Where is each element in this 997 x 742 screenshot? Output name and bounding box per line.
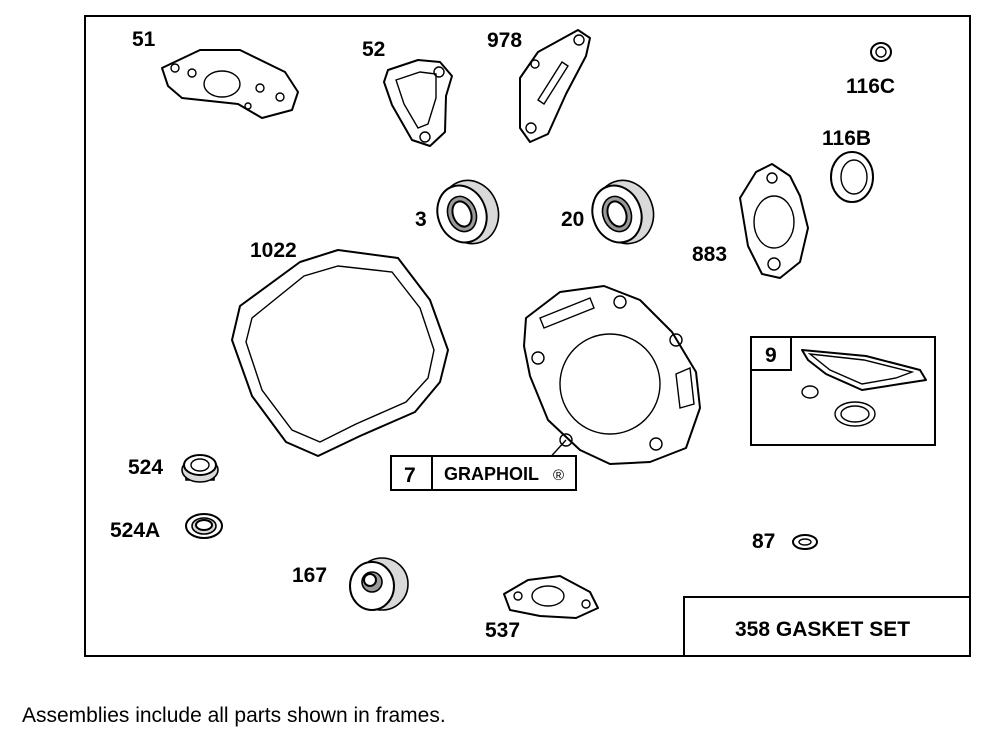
part-524a-washer	[185, 513, 223, 539]
label-116b: 116B	[822, 127, 871, 150]
part-51-carburetor-gasket	[161, 49, 299, 119]
part-116c-washer	[870, 42, 892, 62]
label-52: 52	[362, 38, 385, 61]
part-7-head-gasket	[523, 285, 701, 465]
frame-7-number: 7	[404, 464, 416, 487]
part-87-washer	[792, 534, 818, 550]
label-883: 883	[692, 243, 727, 266]
part-3-oil-seal	[436, 179, 500, 245]
label-978: 978	[487, 29, 522, 52]
diagram-border	[84, 15, 971, 657]
label-167: 167	[292, 564, 327, 587]
label-51: 51	[132, 28, 156, 51]
label-87: 87	[752, 530, 775, 553]
frame-7-text: GRAPHOIL	[444, 464, 539, 484]
part-167-grommet	[349, 557, 409, 611]
gasket-set-box: 358 GASKET SET	[683, 596, 971, 657]
part-537-gasket	[503, 575, 599, 619]
label-524: 524	[128, 456, 163, 479]
part-52-gasket	[383, 59, 453, 147]
frame-9: 9	[750, 336, 936, 446]
label-537: 537	[485, 619, 520, 642]
frame-7-registered-mark: ®	[553, 467, 564, 484]
label-20: 20	[561, 208, 584, 231]
part-883-gasket	[739, 163, 809, 279]
footnote: Assemblies include all parts shown in fr…	[22, 704, 446, 727]
part-524-plug	[181, 454, 219, 483]
gasket-set-title: 358 GASKET SET	[735, 618, 910, 641]
part-978-gasket	[519, 29, 591, 143]
label-116c: 116C	[846, 75, 895, 98]
frame-7: 7 GRAPHOIL ®	[390, 455, 577, 491]
frame-9-number: 9	[765, 344, 777, 367]
part-1022-valve-cover-gasket	[231, 249, 449, 457]
part-116b-washer	[830, 151, 874, 203]
part-20-oil-seal	[591, 179, 655, 245]
label-1022: 1022	[250, 239, 297, 262]
label-3: 3	[415, 208, 427, 231]
label-524a: 524A	[110, 519, 160, 542]
